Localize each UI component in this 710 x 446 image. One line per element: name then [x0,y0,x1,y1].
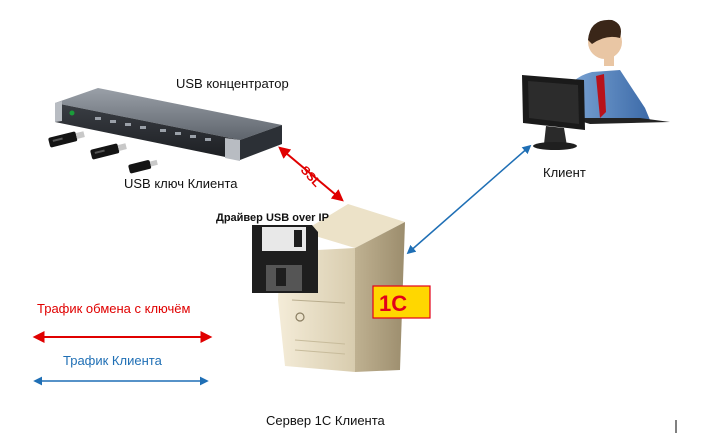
server-label: Сервер 1С Клиента [266,413,385,428]
usb-hub-icon [55,88,282,161]
legend-client-traffic-label: Трафик Клиента [63,353,162,368]
ssl-arrow [278,146,344,202]
svg-text:1С: 1С [379,291,407,316]
client-workstation-icon [522,19,670,150]
usb-key-icon [48,131,158,174]
legend-key-traffic-label: Трафик обмена с ключём [37,301,191,316]
usb-key-label: USB ключ Клиента [124,176,238,191]
usb-hub-label: USB концентратор [176,76,289,91]
client-label: Клиент [543,165,586,180]
driver-label: Драйвер USB over IP [216,212,329,224]
client-server-arrow [406,144,532,255]
floppy-disk-icon [252,225,318,293]
server-tower-icon [278,204,405,372]
onec-logo: 1С [372,285,431,319]
